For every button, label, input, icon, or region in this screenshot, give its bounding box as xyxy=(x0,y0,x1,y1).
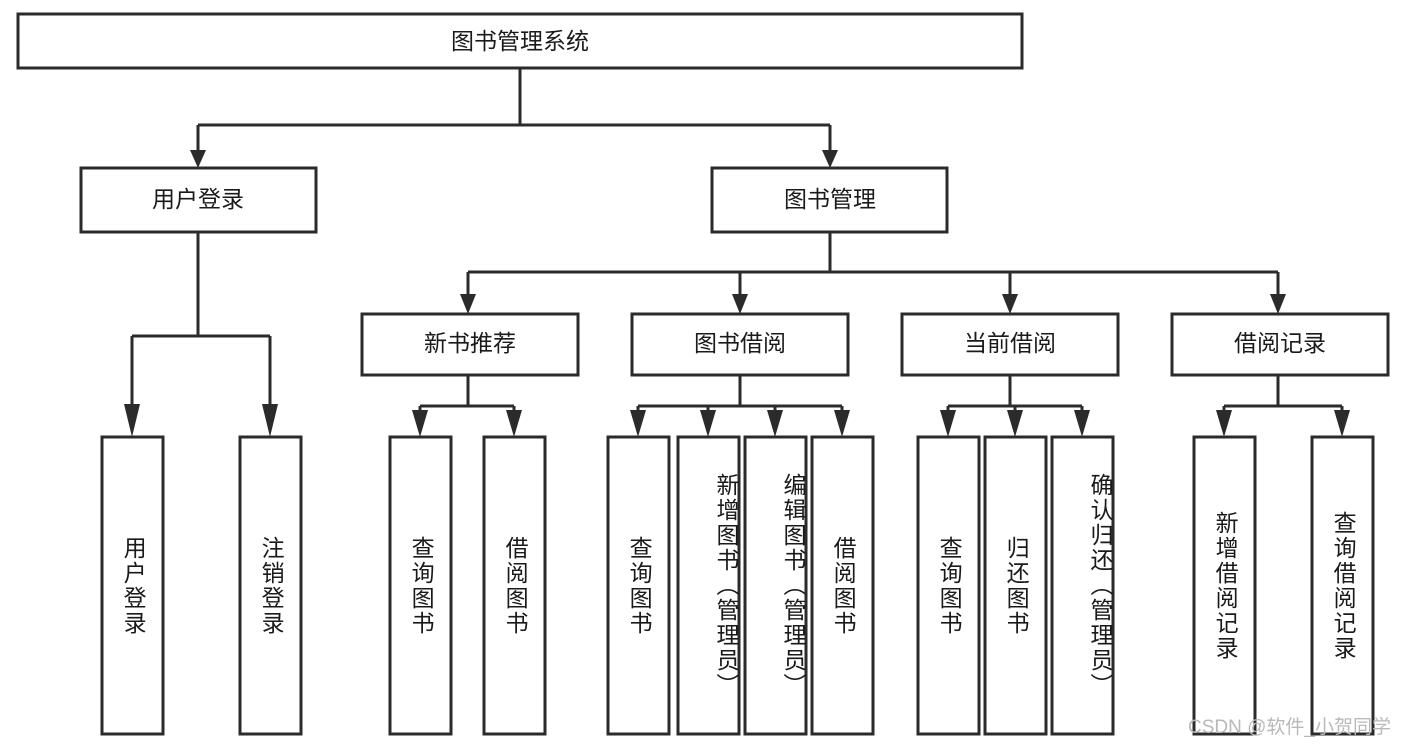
leaf-box-shape xyxy=(916,435,981,736)
arrow-head-icon xyxy=(940,410,956,437)
arrow-head-icon xyxy=(190,150,206,168)
node-box-shape xyxy=(630,312,850,377)
leaf-box-shape xyxy=(983,435,1048,736)
node-book-borrow[interactable]: 图书借阅 xyxy=(630,312,850,377)
connector-bookmgmt-to-level3 xyxy=(460,232,1286,314)
leaf-box-shape xyxy=(676,435,741,736)
leaf-box-shape xyxy=(1050,435,1115,736)
arrow-head-icon xyxy=(1334,410,1350,437)
node-label: 图书管理系统 xyxy=(451,28,589,54)
arrow-head-icon xyxy=(124,404,140,437)
node-user-login[interactable]: 用户登录 xyxy=(79,166,318,234)
leaf-node-borrow-book-2[interactable] xyxy=(810,435,875,736)
watermark-text: CSDN @软件_小贺同学 xyxy=(1188,717,1391,738)
arrow-head-icon xyxy=(1216,410,1232,437)
arrow-head-icon xyxy=(506,410,522,437)
node-box-shape xyxy=(79,166,318,234)
leaf-box-shape xyxy=(482,435,547,736)
arrow-head-icon xyxy=(460,294,476,314)
connector-current-to-leaves xyxy=(940,375,1090,437)
node-label: 新书推荐 xyxy=(424,330,516,356)
leaf-box-shape xyxy=(606,435,671,736)
arrow-head-icon xyxy=(1002,294,1018,314)
arrow-head-icon xyxy=(1270,294,1286,314)
arrow-head-icon xyxy=(1007,410,1023,437)
arrow-head-icon xyxy=(822,150,838,168)
arrow-head-icon xyxy=(834,410,850,437)
node-new-book-recommend[interactable]: 新书推荐 xyxy=(360,312,580,377)
arrow-head-icon xyxy=(262,404,278,437)
connector-borrow-to-leaves xyxy=(630,375,850,437)
leaf-box-shape xyxy=(238,435,303,736)
leaf-box-shape xyxy=(1192,435,1257,736)
node-book-management[interactable]: 图书管理 xyxy=(710,166,949,234)
node-box-shape xyxy=(1170,312,1390,377)
leaf-node-query-borrow-record[interactable] xyxy=(1310,435,1375,736)
arrow-head-icon xyxy=(732,294,748,314)
leaf-node-add-borrow-record[interactable] xyxy=(1192,435,1257,736)
leaf-node-edit-book-admin[interactable] xyxy=(743,435,808,736)
leaf-node-query-book-2[interactable] xyxy=(606,435,671,736)
connector-userlogin-to-leaves xyxy=(124,232,278,437)
leaf-box-shape xyxy=(1310,435,1375,736)
leaf-node-confirm-return-admin[interactable] xyxy=(1050,435,1115,736)
node-label: 用户登录 xyxy=(152,186,244,212)
arrow-head-icon xyxy=(630,410,646,437)
node-current-borrow[interactable]: 当前借阅 xyxy=(900,312,1120,377)
arrow-head-icon xyxy=(700,410,716,437)
leaf-node-query-book-1[interactable] xyxy=(388,435,453,736)
leaf-box-shape xyxy=(743,435,808,736)
node-borrow-record[interactable]: 借阅记录 xyxy=(1170,312,1390,377)
node-box-shape xyxy=(360,312,580,377)
leaf-box-shape xyxy=(100,435,165,736)
leaf-box-shape xyxy=(810,435,875,736)
leaf-node-query-book-3[interactable] xyxy=(916,435,981,736)
connector-newbook-to-leaves xyxy=(412,375,522,437)
node-box-shape xyxy=(16,12,1024,70)
node-label: 当前借阅 xyxy=(964,330,1056,356)
node-root-system[interactable]: 图书管理系统 xyxy=(16,12,1024,70)
node-label: 借阅记录 xyxy=(1234,330,1326,356)
leaf-node-add-book-admin[interactable] xyxy=(676,435,741,736)
node-box-shape xyxy=(710,166,949,234)
arrow-head-icon xyxy=(1074,410,1090,437)
connector-record-to-leaves xyxy=(1216,375,1350,437)
connector-root-to-level2 xyxy=(190,68,838,168)
node-box-shape xyxy=(900,312,1120,377)
leaf-node-user-login[interactable] xyxy=(100,435,165,736)
leaf-box-shape xyxy=(388,435,453,736)
arrow-head-icon xyxy=(412,410,428,437)
node-label: 图书管理 xyxy=(784,186,876,212)
leaf-node-borrow-book-1[interactable] xyxy=(482,435,547,736)
arrow-head-icon xyxy=(767,410,783,437)
leaf-node-logout[interactable] xyxy=(238,435,303,736)
node-label: 图书借阅 xyxy=(694,330,786,356)
leaf-node-return-book[interactable] xyxy=(983,435,1048,736)
